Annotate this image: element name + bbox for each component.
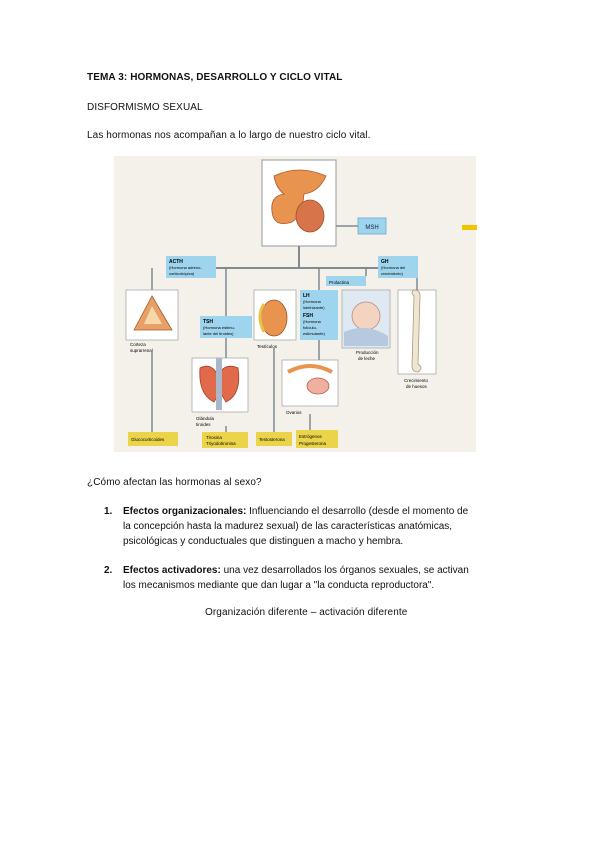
item-1-line-1: Efectos organizacionales: Influenciando … bbox=[123, 506, 468, 517]
gh-sub2: crecimiento) bbox=[381, 271, 403, 276]
footer-caption: Organización diferente – activación dife… bbox=[205, 607, 408, 618]
crecimiento-label-1: Crecimiento bbox=[404, 378, 429, 383]
out-tiroxina-label-2: Triyodotironina bbox=[206, 441, 236, 446]
acth-box bbox=[166, 256, 216, 278]
fsh-sub1: (Hormona bbox=[303, 319, 322, 324]
gh-box bbox=[378, 256, 418, 278]
tsh-sub1: (Hormona estimu- bbox=[203, 325, 236, 330]
item-2-term: Efectos activadores: bbox=[123, 565, 221, 576]
acth-label: ACTH bbox=[169, 259, 183, 265]
out-testo-box bbox=[256, 432, 292, 446]
out-gluco-box bbox=[128, 432, 178, 446]
out-tiroxina-label-1: Tiroxina bbox=[206, 435, 222, 440]
tsh-label: TSH bbox=[203, 319, 213, 325]
hormone-diagram-figure: MSH ACTH (Hormona adreno- corticotrópica… bbox=[114, 156, 476, 452]
fsh-sub3: estimulante) bbox=[303, 331, 325, 336]
intro-paragraph: Las hormonas nos acompañan a lo largo de… bbox=[87, 130, 371, 141]
ovario-shape bbox=[306, 377, 330, 395]
out-testo-label: Testosterona bbox=[259, 437, 285, 442]
bebe-shape bbox=[351, 301, 381, 331]
lh-label: LH bbox=[303, 293, 310, 299]
out-estro-box bbox=[296, 430, 338, 448]
out-estro-label-2: Progesterona bbox=[299, 441, 327, 446]
acth-sub2: corticotrópica) bbox=[169, 271, 195, 276]
fsh-sub2: folículo- bbox=[303, 325, 318, 330]
out-tiroxina-box bbox=[202, 432, 248, 448]
tsh-sub2: lante del tiroides) bbox=[203, 331, 234, 336]
glandula-label-1: Glándula bbox=[196, 416, 215, 421]
out-estro-label-1: Estrógenos bbox=[299, 434, 323, 439]
item-1-line-3: psicológicas y conductuales que distingu… bbox=[123, 536, 404, 547]
crecimiento-label-2: de huesos bbox=[406, 384, 428, 389]
trompa-shape bbox=[287, 364, 333, 374]
gh-label: GH bbox=[381, 259, 389, 265]
corteza-inner-shape bbox=[144, 306, 162, 324]
tsh-box bbox=[200, 316, 252, 338]
lh-fsh-box bbox=[300, 290, 338, 340]
corteza-label-2: suprarrenal bbox=[130, 348, 153, 353]
corteza-label-1: Corteza bbox=[130, 342, 146, 347]
produccion-label-2: de leche bbox=[358, 356, 376, 361]
hueso-shape bbox=[411, 289, 422, 373]
item-2-line-1: Efectos activadores: una vez desarrollad… bbox=[123, 565, 469, 576]
highlight-mark bbox=[462, 225, 477, 230]
manta-shape bbox=[344, 327, 388, 346]
pituitary-lobe-shape bbox=[295, 199, 325, 233]
fsh-label: FSH bbox=[303, 313, 313, 319]
testiculos-label: Testículos bbox=[257, 344, 278, 349]
item-1-term: Efectos organizacionales: bbox=[123, 506, 247, 517]
out-gluco-label: Glucocorticoides bbox=[131, 437, 165, 442]
prolactina-label: Prolactina bbox=[329, 280, 350, 285]
page-title: TEMA 3: HORMONAS, DESARROLLO Y CICLO VIT… bbox=[87, 72, 343, 83]
glandula-label-2: tiroides bbox=[196, 422, 211, 427]
hormone-diagram: MSH ACTH (Hormona adreno- corticotrópica… bbox=[125, 159, 437, 448]
lh-sub1: (Hormona bbox=[303, 299, 322, 304]
ovarios-label: Ovarios bbox=[286, 410, 302, 415]
item-2-text-1: una vez desarrollados los órganos sexual… bbox=[223, 565, 469, 576]
item-2-line-2: los mecanismos mediante que dan lugar a … bbox=[123, 580, 435, 591]
produccion-label-1: Producción bbox=[356, 350, 379, 355]
item-1-line-2: la concepción hasta la madurez sexual) d… bbox=[123, 521, 453, 532]
item-1-text-1: Influenciando el desarrollo (desde el mo… bbox=[249, 506, 469, 517]
prolactina-box bbox=[326, 276, 366, 286]
section-heading: DISFORMISMO SEXUAL bbox=[87, 102, 203, 113]
epididimo-shape bbox=[258, 303, 266, 333]
item-2-number: 2. bbox=[104, 565, 113, 576]
gh-sub1: (Hormona del bbox=[381, 265, 405, 270]
traquea-shape bbox=[216, 358, 222, 410]
acth-sub1: (Hormona adreno- bbox=[169, 265, 202, 270]
question-text: ¿Cómo afectan las hormonas al sexo? bbox=[87, 477, 262, 488]
msh-label: MSH bbox=[365, 225, 378, 231]
item-1-number: 1. bbox=[104, 506, 113, 517]
pituitary-gland-shape bbox=[271, 169, 327, 225]
lh-sub2: luteinizante) bbox=[303, 305, 325, 310]
